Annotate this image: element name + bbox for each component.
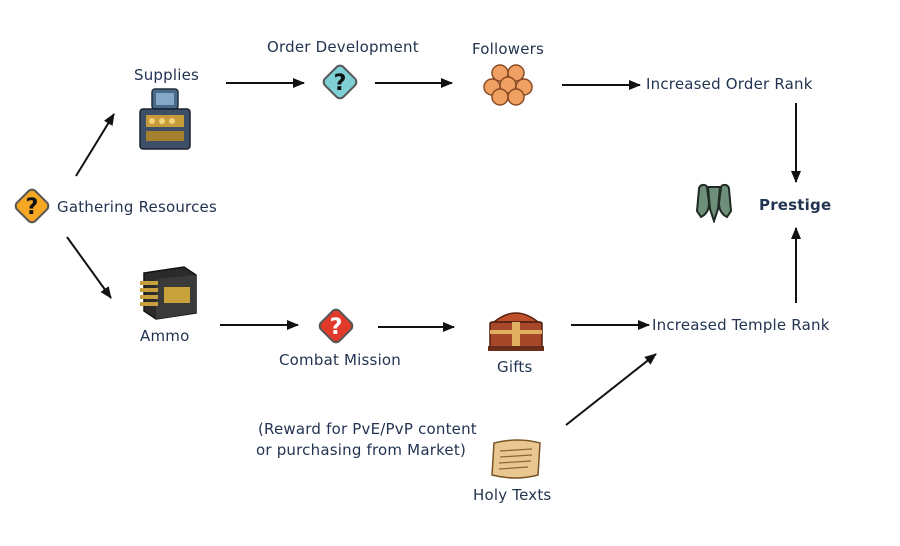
order-development-label: Order Development bbox=[267, 38, 419, 56]
increased-order-rank-label: Increased Order Rank bbox=[646, 75, 813, 93]
supply-chest-icon bbox=[139, 88, 191, 150]
scroll-icon bbox=[491, 439, 541, 479]
reward-note-line-1: (Reward for PvE/PvP content bbox=[258, 420, 477, 438]
combat-mission-label: Combat Mission bbox=[279, 351, 402, 369]
gathering-resources-label: Gathering Resources bbox=[57, 198, 217, 216]
arrow-gathering-to-supplies bbox=[75, 113, 115, 177]
increased-temple-rank-label: Increased Temple Rank bbox=[652, 316, 830, 334]
supplies-label: Supplies bbox=[134, 66, 200, 84]
gift-chest-icon bbox=[488, 312, 544, 351]
prestige-label: Prestige bbox=[759, 196, 832, 214]
svg-text:?: ? bbox=[334, 71, 347, 96]
red-question-diamond-icon: ? bbox=[318, 308, 354, 344]
teal-question-diamond-icon: ? bbox=[322, 64, 358, 100]
ammo-label: Ammo bbox=[140, 327, 190, 345]
ammo-crate-icon bbox=[140, 266, 197, 320]
arrow-gathering-to-ammo bbox=[66, 236, 112, 299]
prestige-emblem-icon bbox=[695, 183, 733, 223]
orange-question-diamond-icon: ? bbox=[14, 188, 50, 224]
arrow-holytexts-to-templerank bbox=[565, 353, 657, 426]
holy-texts-label: Holy Texts bbox=[473, 486, 552, 504]
gifts-label: Gifts bbox=[497, 358, 533, 376]
followers-cluster-icon bbox=[483, 64, 533, 106]
svg-text:?: ? bbox=[26, 195, 39, 220]
followers-label: Followers bbox=[472, 40, 545, 58]
svg-text:?: ? bbox=[330, 315, 343, 340]
reward-note-line-2: or purchasing from Market) bbox=[256, 441, 466, 459]
